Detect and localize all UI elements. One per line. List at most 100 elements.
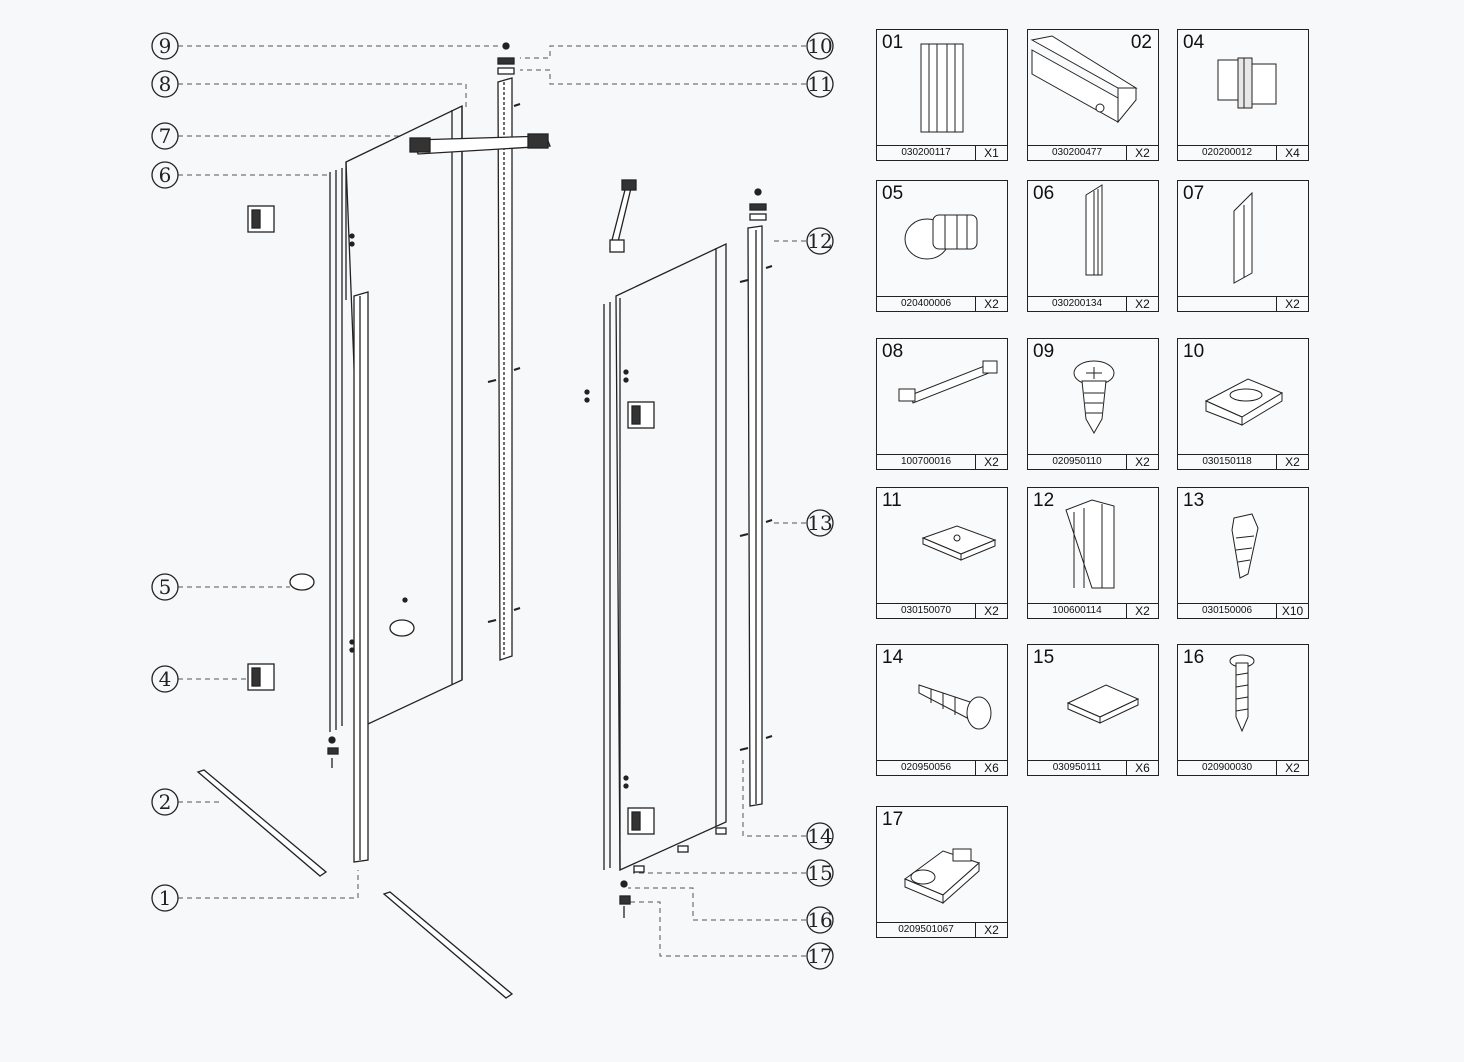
part-illustration: [1085, 184, 1103, 276]
callout-16: 16: [806, 906, 834, 934]
part-quantity: X1: [984, 146, 999, 160]
part-code: 030150070: [877, 604, 976, 618]
part-illustration: [903, 848, 980, 905]
part-code: 020900030: [1178, 761, 1277, 775]
part-number: 17: [882, 809, 904, 830]
part-footer: X2: [1178, 296, 1308, 311]
part-quantity: X2: [1285, 455, 1300, 469]
callout-label: 10: [807, 34, 832, 58]
part-number: 11: [882, 490, 902, 511]
part-code: 0209501067: [877, 923, 976, 937]
callout-label: 7: [159, 124, 172, 148]
part-footer: 030150070 X2: [877, 603, 1007, 618]
callout-label: 17: [807, 944, 832, 968]
callout-8: 8: [151, 70, 179, 98]
part-number: 01: [882, 32, 904, 53]
part-illustration: [898, 360, 998, 404]
callout-6: 6: [151, 161, 179, 189]
part-number: 10: [1183, 341, 1205, 362]
part-illustration: [918, 684, 992, 730]
part-quantity: X6: [1135, 761, 1150, 775]
callout-label: 15: [807, 861, 832, 885]
part-quantity: X2: [1135, 146, 1150, 160]
part-illustration: [1217, 57, 1277, 109]
part-code: 020400006: [877, 297, 976, 311]
part-code: 030950111: [1028, 761, 1127, 775]
part-illustration: [1065, 499, 1115, 589]
callout-label: 14: [807, 824, 832, 848]
part-quantity: X2: [984, 604, 999, 618]
part-card-05: 05 020400006 X2: [876, 180, 1008, 312]
callout-12: 12: [806, 227, 834, 255]
part-number: 16: [1183, 647, 1205, 668]
part-illustration: [904, 214, 978, 260]
part-code: [1178, 297, 1277, 311]
part-number: 08: [882, 341, 904, 362]
part-card-11: 11 030150070 X2: [876, 487, 1008, 619]
part-footer: 030200477 X2: [1028, 145, 1158, 160]
part-quantity: X2: [984, 297, 999, 311]
part-quantity: X2: [1285, 297, 1300, 311]
part-quantity: X2: [984, 923, 999, 937]
callout-13: 13: [806, 509, 834, 537]
callout-1: 1: [151, 884, 179, 912]
callout-10: 10: [806, 32, 834, 60]
part-number: 05: [882, 183, 904, 204]
part-number: 12: [1033, 490, 1055, 511]
part-illustration: [1204, 378, 1284, 426]
part-number: 06: [1033, 183, 1055, 204]
part-quantity: X2: [1135, 297, 1150, 311]
callout-label: 5: [159, 575, 172, 599]
callout-label: 4: [159, 667, 172, 691]
callout-2: 2: [151, 788, 179, 816]
part-footer: 020900030 X2: [1178, 760, 1308, 775]
part-code: 030200477: [1028, 146, 1127, 160]
part-card-06: 06 030200134 X2: [1027, 180, 1159, 312]
part-illustration: [1030, 35, 1138, 124]
part-code: 030200117: [877, 146, 976, 160]
part-illustration: [1073, 360, 1115, 435]
part-card-01: 01 030200117 X1: [876, 29, 1008, 161]
callout-label: 1: [159, 886, 172, 910]
part-footer: 030200117 X1: [877, 145, 1007, 160]
callout-label: 12: [807, 229, 832, 253]
part-code: 020200012: [1178, 146, 1277, 160]
callout-label: 2: [159, 790, 172, 814]
callout-14: 14: [806, 822, 834, 850]
callout-label: 9: [159, 34, 172, 58]
part-footer: 030950111 X6: [1028, 760, 1158, 775]
callout-5: 5: [151, 573, 179, 601]
part-code: 030200134: [1028, 297, 1127, 311]
part-number: 09: [1033, 341, 1055, 362]
callout-7: 7: [151, 122, 179, 150]
part-quantity: X2: [1135, 604, 1150, 618]
callout-label: 8: [159, 72, 172, 96]
part-quantity: X2: [1285, 761, 1300, 775]
part-quantity: X6: [984, 761, 999, 775]
part-card-16: 16 020900030 X2: [1177, 644, 1309, 776]
part-code: 100700016: [877, 455, 976, 469]
callout-11: 11: [806, 70, 834, 98]
part-illustration: [920, 43, 964, 133]
part-illustration: [1231, 513, 1259, 579]
callout-label: 6: [159, 163, 172, 187]
callout-15: 15: [806, 859, 834, 887]
callout-4: 4: [151, 665, 179, 693]
part-number: 14: [882, 647, 904, 668]
part-number: 04: [1183, 32, 1205, 53]
part-illustration: [921, 525, 997, 561]
